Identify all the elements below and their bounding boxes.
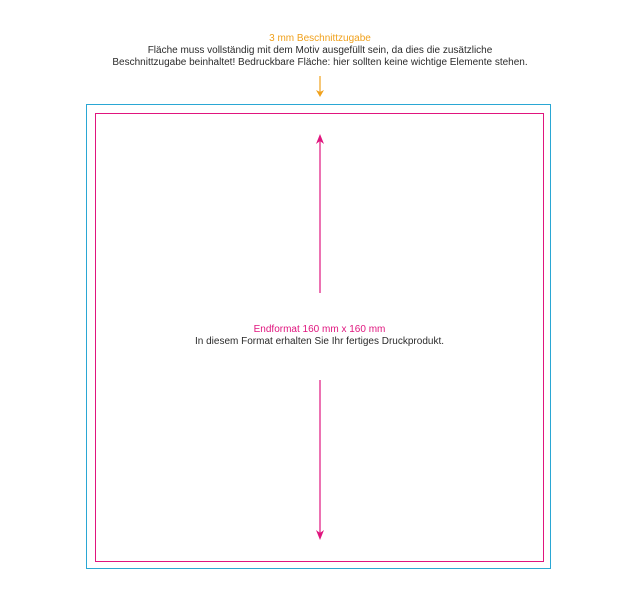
bleed-description-line2: Beschnittzugabe beinhaltet! Bedruckbare … — [112, 57, 528, 68]
bleed-area-box — [86, 104, 551, 569]
arrow-up-icon — [316, 134, 324, 293]
bleed-info-header: 3 mm Beschnittzugabe Fläche muss vollstä… — [0, 33, 640, 69]
trim-area-box — [95, 113, 544, 562]
end-format-description: In diesem Format erhalten Sie Ihr fertig… — [195, 336, 444, 347]
arrow-down-icon — [316, 76, 324, 97]
arrow-down-icon — [316, 380, 324, 540]
bleed-title: 3 mm Beschnittzugabe — [269, 33, 371, 44]
end-format-info: Endformat 160 mm x 160 mm In diesem Form… — [95, 324, 544, 348]
bleed-description-line1: Fläche muss vollständig mit dem Motiv au… — [147, 45, 493, 56]
end-format-title: Endformat 160 mm x 160 mm — [253, 324, 386, 335]
